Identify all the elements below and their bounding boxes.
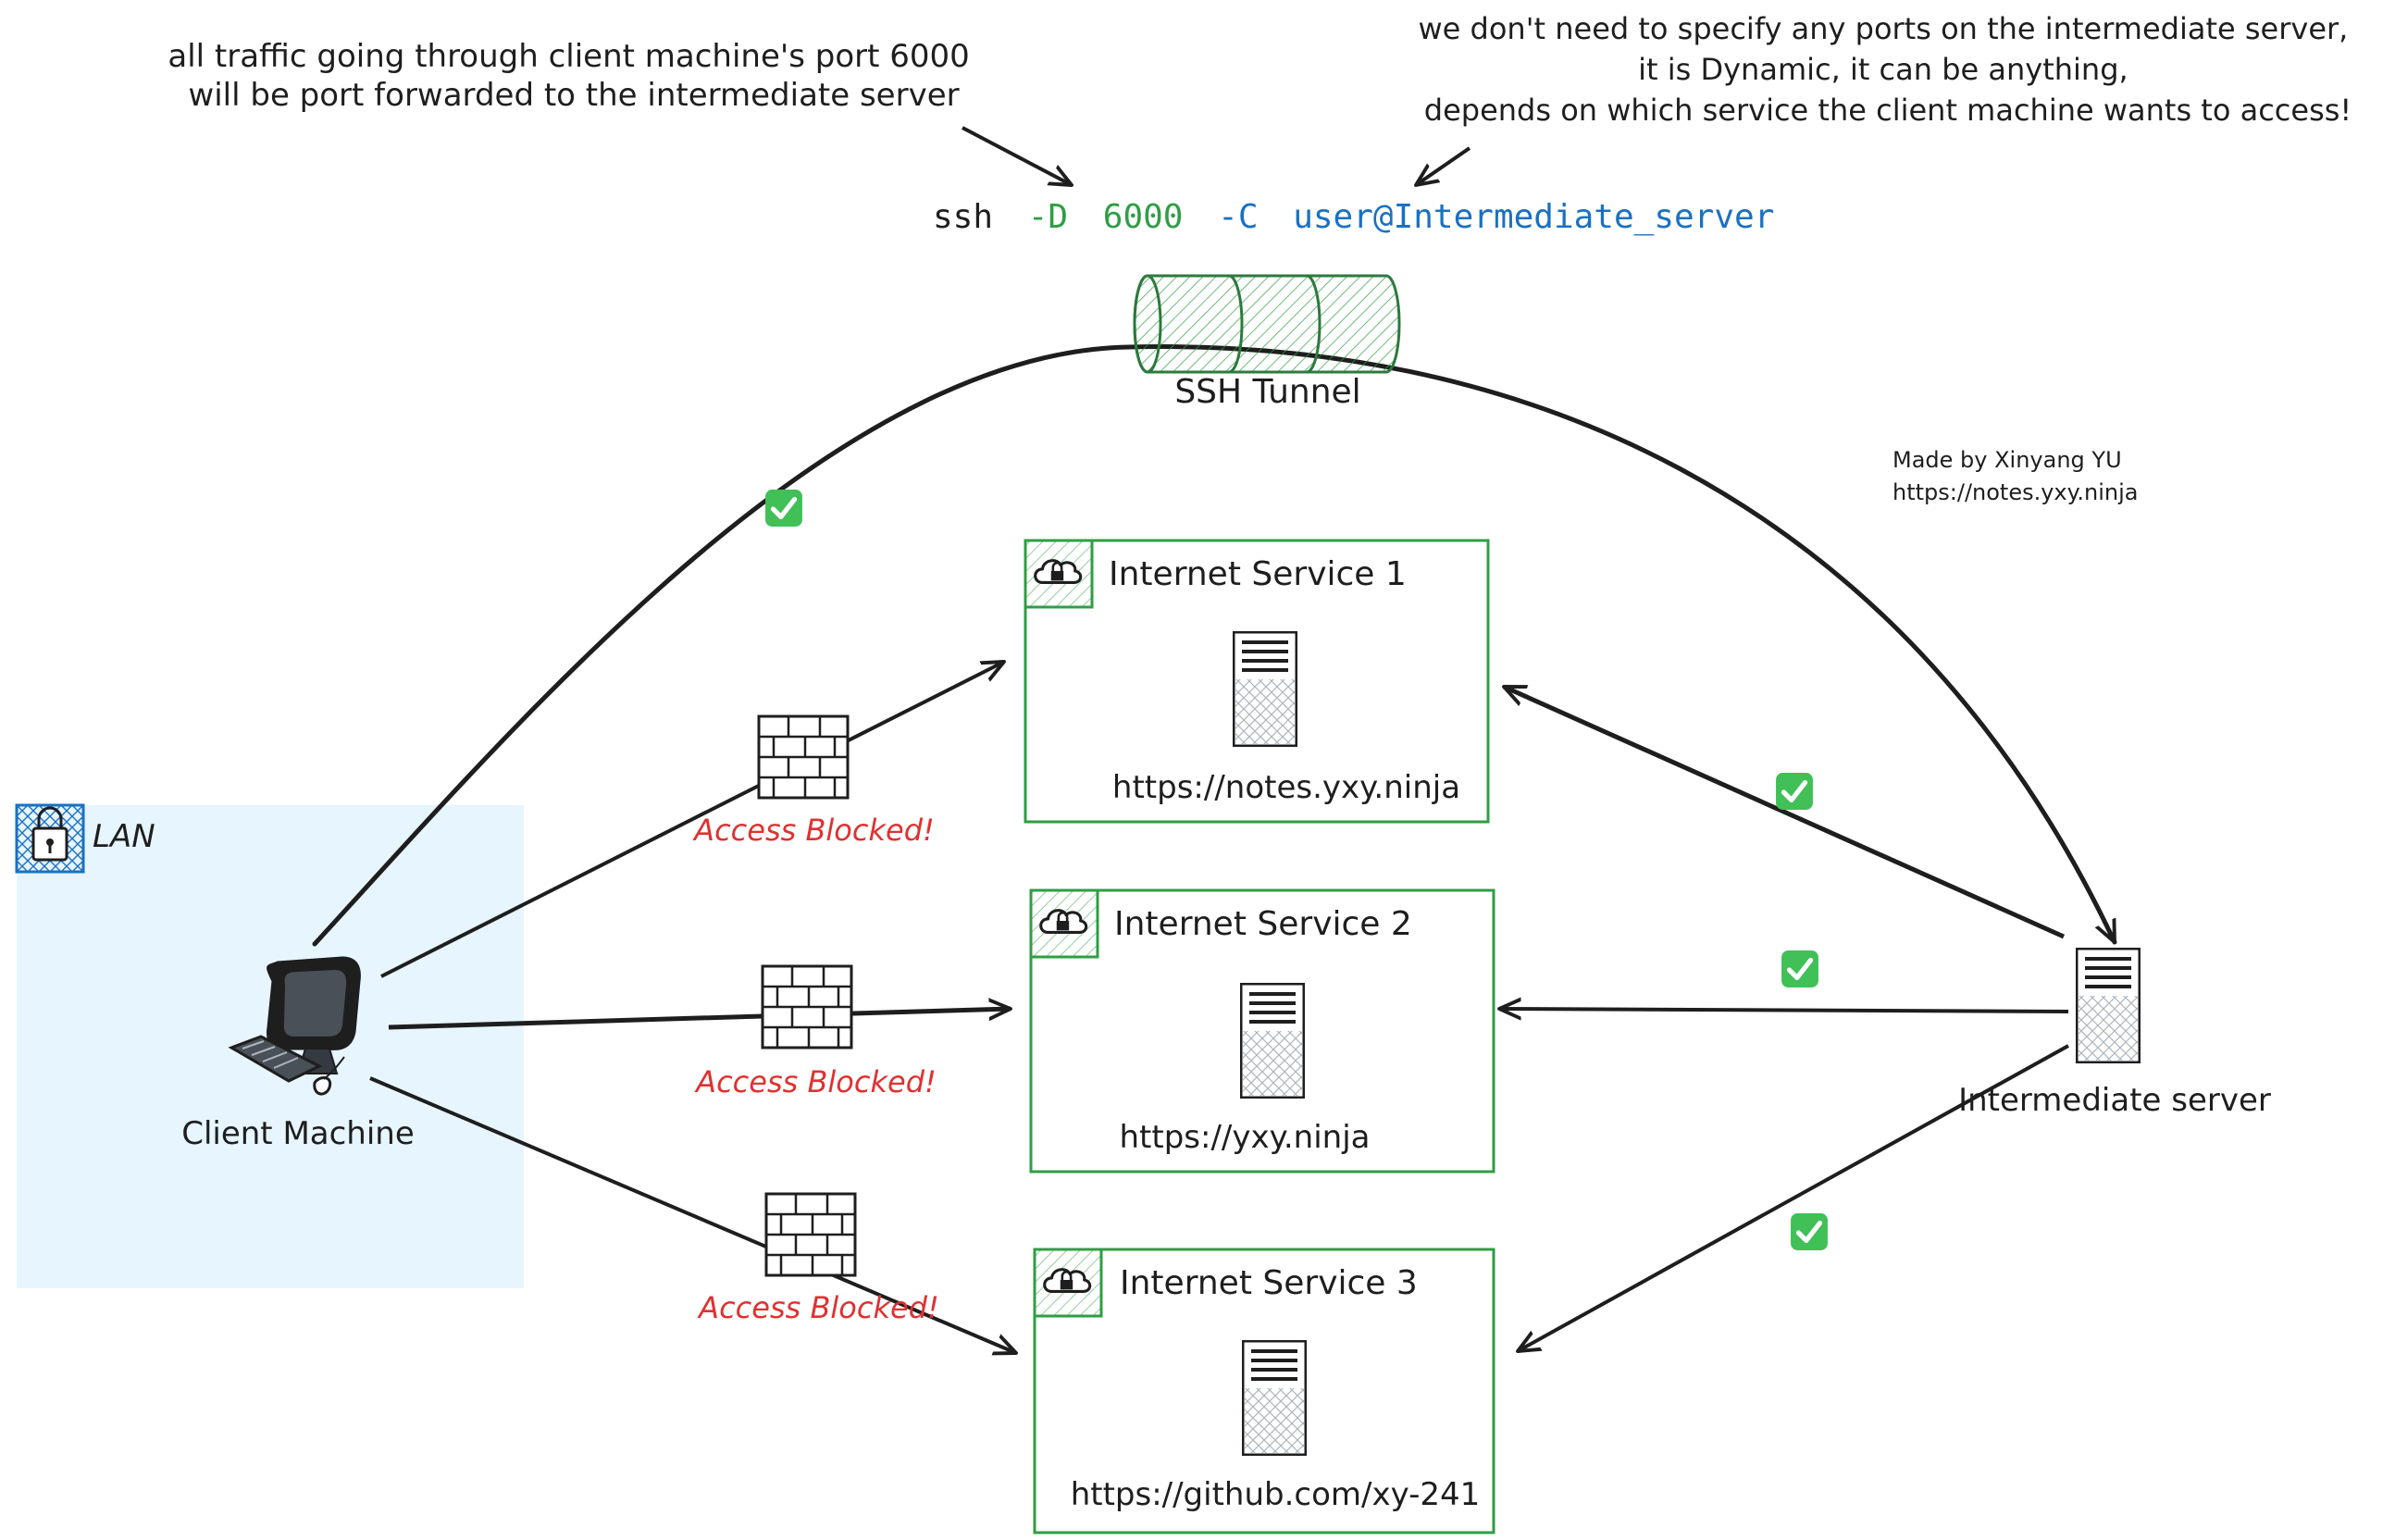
service-3-title: Internet Service 3 <box>1120 1264 1418 1302</box>
port-forward-note-line-1: all traffic going through client machine… <box>168 38 969 75</box>
brick-wall-icon <box>761 964 853 1049</box>
ssh-tunnel-cylinder <box>1133 274 1401 374</box>
ssh-command-target: user@Intermediate_server <box>1293 198 1774 236</box>
client-to-service2-arrow <box>388 1009 1011 1030</box>
dynamic-port-note: we don't need to specify any ports on th… <box>1419 11 2358 128</box>
intermediate-to-service2-arrow <box>1499 1009 2069 1012</box>
firewall-3-label: Access Blocked! <box>697 1290 939 1325</box>
ssh-command-prefix: ssh <box>933 198 993 236</box>
ssh-command-port: 6000 <box>1103 198 1184 236</box>
internet-service-1: Internet Service 1 https://notes.yxy.nin… <box>1024 539 1490 824</box>
firewall-2: Access Blocked! <box>694 964 937 1099</box>
service-2-url: https://yxy.ninja <box>1119 1119 1370 1156</box>
intermediate-server-icon <box>2076 948 2141 1063</box>
port-forward-note: all traffic going through client machine… <box>168 38 979 114</box>
firewall-1-label: Access Blocked! <box>692 813 935 848</box>
dynamic-port-note-line-1: we don't need to specify any ports on th… <box>1419 11 2349 46</box>
client-to-service1-arrow <box>380 662 1004 978</box>
ssh-tunnel-label: SSH Tunnel <box>1174 373 1360 411</box>
lan-label: LAN <box>93 818 155 855</box>
ssh-command-flag-d: -D <box>1028 198 1068 236</box>
service-3-url: https://github.com/xy-241 <box>1071 1476 1481 1513</box>
service-1-url: https://notes.yxy.ninja <box>1112 769 1460 806</box>
cloud-lock-icon <box>1033 1248 1103 1318</box>
brick-wall-icon <box>757 714 850 800</box>
check-badge-service2 <box>1781 950 1818 987</box>
firewall-1: Access Blocked! <box>692 714 935 848</box>
intermediate-to-service3-arrow <box>1518 1044 2069 1351</box>
credit-author: Made by Xinyang YU <box>1892 447 2122 473</box>
intermediate-to-service1-arrow <box>1504 684 2066 939</box>
dynamic-port-note-arrow <box>1416 146 1471 185</box>
firewall-3: Access Blocked! <box>697 1192 939 1325</box>
check-badge-service3 <box>1791 1213 1828 1250</box>
server-icon <box>1242 1340 1307 1456</box>
server-icon <box>1240 983 1305 1099</box>
dynamic-port-note-line-3: depends on which service the client mach… <box>1424 93 2352 128</box>
client-to-service3-arrow <box>369 1076 1016 1353</box>
internet-service-2: Internet Service 2 https://yxy.ninja <box>1029 888 1495 1174</box>
lan-lock-icon <box>15 803 85 874</box>
internet-service-3: Internet Service 3 https://github.com/xy… <box>1033 1248 1495 1534</box>
firewall-2-label: Access Blocked! <box>694 1064 937 1099</box>
dynamic-port-note-line-2: it is Dynamic, it can be anything, <box>1638 52 2128 87</box>
server-icon <box>1233 631 1297 747</box>
check-badge-service1 <box>1776 773 1813 810</box>
ssh-command-flag-c: -C <box>1218 198 1258 236</box>
client-machine-label: Client Machine <box>181 1115 415 1152</box>
client-machine-icon <box>228 956 361 1096</box>
cloud-lock-icon <box>1024 539 1094 609</box>
service-2-title: Internet Service 2 <box>1114 905 1412 943</box>
port-forward-note-arrow <box>962 126 1072 185</box>
check-badge-tunnel <box>765 490 802 527</box>
credit-url: https://notes.yxy.ninja <box>1892 479 2139 505</box>
port-forward-note-line-2: will be port forwarded to the intermedia… <box>188 77 959 114</box>
intermediate-server-label: Intermediate server <box>1958 1082 2271 1119</box>
connections <box>312 344 2117 1353</box>
brick-wall-icon <box>764 1192 857 1277</box>
cloud-lock-icon <box>1029 888 1099 959</box>
credit: Made by Xinyang YU https://notes.yxy.nin… <box>1892 447 2139 505</box>
service-1-title: Internet Service 1 <box>1109 555 1407 593</box>
ssh-command: ssh -D 6000 -C user@Intermediate_server <box>933 198 1774 236</box>
